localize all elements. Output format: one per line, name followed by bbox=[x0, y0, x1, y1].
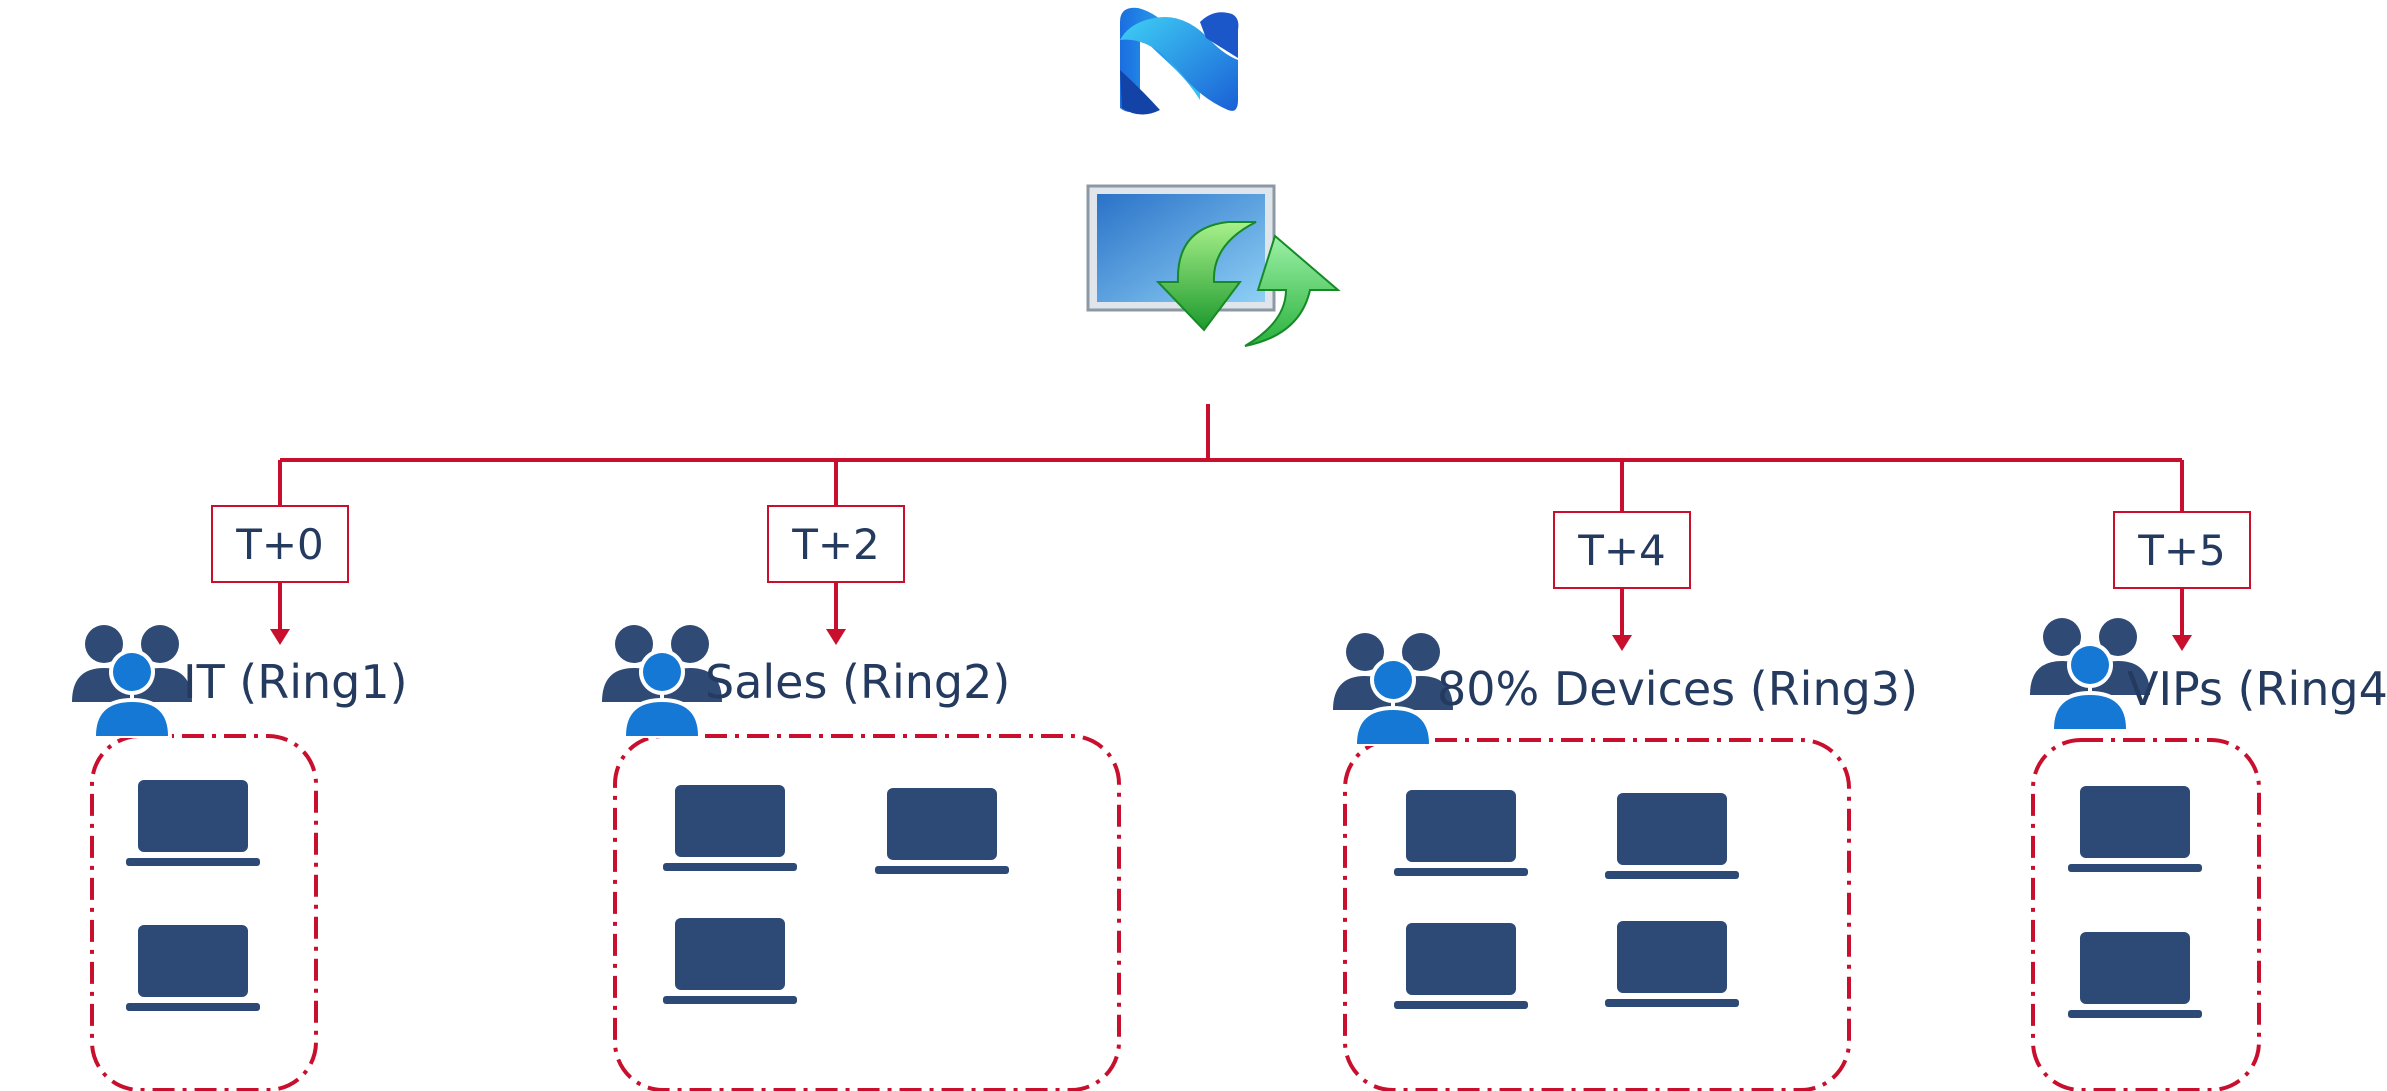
laptop-icon bbox=[1605, 793, 1739, 879]
laptop-icon bbox=[1394, 790, 1528, 876]
ring-delay-label: T+2 bbox=[767, 505, 905, 583]
laptop-icon bbox=[663, 918, 797, 1004]
windows-update-icon bbox=[1086, 184, 1341, 347]
device-group-border bbox=[613, 734, 1121, 1091]
user-group-icon bbox=[72, 625, 192, 738]
laptop-icon bbox=[663, 785, 797, 871]
ring-arrowhead bbox=[2172, 635, 2192, 651]
device-group bbox=[1343, 738, 1851, 1091]
laptop-icon bbox=[1394, 923, 1528, 1009]
ring-arrowhead bbox=[826, 629, 846, 645]
device-groups bbox=[90, 734, 2261, 1091]
ring-name-label: IT (Ring1) bbox=[183, 655, 408, 709]
device-group-border bbox=[2031, 738, 2261, 1091]
ring-name-label: Sales (Ring2) bbox=[705, 655, 1011, 709]
device-group bbox=[90, 734, 318, 1091]
device-group bbox=[2031, 738, 2261, 1091]
ring-name-label: 80% Devices (Ring3) bbox=[1437, 662, 1919, 716]
device-group-border bbox=[90, 734, 318, 1091]
device-group bbox=[613, 734, 1121, 1091]
laptop-icon bbox=[2068, 786, 2202, 872]
ring-arrowhead bbox=[270, 629, 290, 645]
laptop-icon bbox=[2068, 932, 2202, 1018]
device-group-border bbox=[1343, 738, 1851, 1091]
laptop-icon bbox=[875, 788, 1009, 874]
blue-n-logo-icon bbox=[1120, 7, 1239, 115]
ring-name-label: VIPs (Ring4) bbox=[2127, 662, 2387, 716]
laptop-icon bbox=[126, 925, 260, 1011]
laptop-icon bbox=[1605, 921, 1739, 1007]
user-group-icon bbox=[602, 625, 722, 738]
ring-delay-label: T+5 bbox=[2113, 511, 2251, 589]
connector-lines bbox=[270, 404, 2192, 651]
ring-delay-label: T+0 bbox=[211, 505, 349, 583]
user-group-icon bbox=[1333, 633, 1453, 746]
ring-delay-label: T+4 bbox=[1553, 511, 1691, 589]
user-group-icons bbox=[72, 618, 2150, 746]
ring-arrowhead bbox=[1612, 635, 1632, 651]
laptop-icon bbox=[126, 780, 260, 866]
user-group-icon bbox=[2030, 618, 2150, 731]
